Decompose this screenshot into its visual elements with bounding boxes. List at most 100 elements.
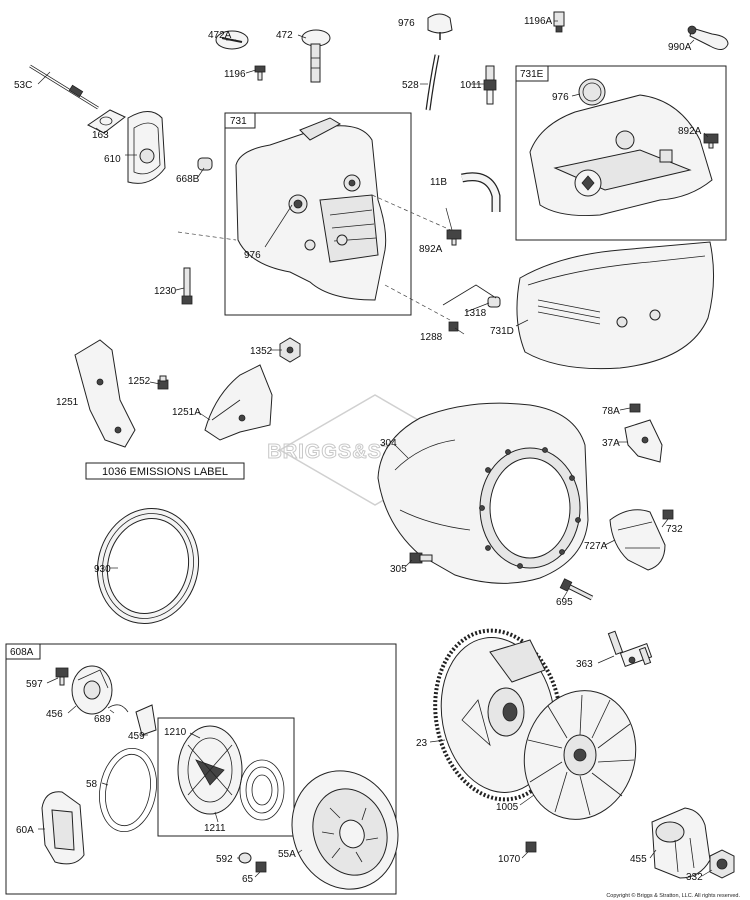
part-1196A-clip — [553, 11, 565, 33]
part-1252-screw — [157, 375, 169, 390]
part-1230-bolt — [181, 267, 193, 305]
label-1005: 1005 — [496, 802, 519, 813]
part-472-knob — [301, 29, 331, 83]
label-976-top: 976 — [398, 18, 415, 29]
part-58-rope — [99, 747, 157, 833]
part-976-cap-in-731E — [578, 78, 606, 106]
part-11B-hose — [461, 172, 501, 212]
label-1070: 1070 — [498, 854, 521, 865]
box-731E-tag — [515, 65, 549, 82]
emissions-label-text: 1036 EMISSIONS LABEL — [102, 466, 228, 478]
copyright-text: Copyright © Briggs & Stratton, LLC. All … — [606, 892, 740, 899]
part-1070-screw — [525, 841, 537, 853]
label-608A: 608A — [10, 647, 34, 658]
label-60A: 60A — [16, 825, 34, 836]
box-608A-tag — [5, 643, 41, 660]
label-1318: 1318 — [464, 308, 487, 319]
label-528: 528 — [402, 80, 419, 91]
label-163: 163 — [92, 130, 109, 141]
part-1288-nut — [448, 321, 459, 332]
part-892A-screw-in-731E — [703, 133, 719, 149]
label-1251: 1251 — [56, 397, 79, 408]
label-727A: 727A — [584, 541, 608, 552]
part-528-tube — [425, 54, 440, 111]
label-597: 597 — [26, 679, 43, 690]
part-610-plate — [127, 111, 166, 184]
part-727A-guard — [609, 509, 666, 571]
part-labels: 53C 163 610 668B 472A 472 1196 976 528 1… — [10, 16, 703, 885]
label-472A: 472A — [208, 30, 232, 41]
label-695: 695 — [556, 597, 573, 608]
label-1252: 1252 — [128, 376, 151, 387]
part-163-gasket — [87, 109, 126, 134]
part-1210-pulley — [177, 725, 243, 815]
part-1352-nut — [279, 337, 301, 363]
label-1211: 1211 — [204, 823, 226, 834]
part-1318-grommet — [487, 296, 501, 308]
label-65: 65 — [242, 874, 254, 885]
label-304: 304 — [380, 438, 397, 449]
label-668B: 668B — [176, 174, 200, 185]
label-363: 363 — [576, 659, 593, 670]
label-689: 689 — [94, 714, 111, 725]
label-459: 459 — [128, 731, 145, 742]
label-892A-in-731E: 892A — [678, 126, 702, 137]
part-60A-handle — [41, 791, 85, 865]
label-23: 23 — [416, 738, 428, 749]
part-55A-starter-housing — [291, 770, 399, 890]
box-731-tag — [224, 112, 256, 129]
label-11B: 11B — [430, 177, 447, 188]
label-53C: 53C — [14, 80, 32, 91]
part-732-screw — [662, 509, 674, 520]
box-731 — [224, 112, 412, 316]
emissions-label-box — [85, 462, 245, 480]
part-65-nut — [255, 861, 267, 873]
label-990A: 990A — [668, 42, 692, 53]
label-456: 456 — [46, 709, 63, 720]
box-1210 — [157, 717, 295, 837]
label-1352: 1352 — [250, 346, 273, 357]
label-732: 732 — [666, 524, 683, 535]
box-731E — [515, 65, 727, 241]
label-37A: 37A — [602, 438, 620, 449]
part-689-spring — [107, 704, 129, 713]
part-731E-shroud — [529, 94, 713, 216]
part-892A-screw — [446, 229, 462, 246]
label-976-in-731E: 976 — [552, 92, 569, 103]
label-592: 592 — [216, 854, 233, 865]
part-976-cap — [427, 13, 453, 40]
label-610: 610 — [104, 154, 121, 165]
part-1011-spark-plug — [483, 65, 497, 105]
part-455-cup — [651, 807, 711, 879]
label-731: 731 — [230, 116, 247, 127]
part-592-washer — [238, 852, 252, 864]
label-305: 305 — [390, 564, 407, 575]
part-304-blower-housing — [377, 402, 589, 584]
part-597-screw — [55, 667, 69, 686]
part-1211-spring — [239, 759, 285, 821]
part-305-screw — [409, 552, 433, 564]
label-55A: 55A — [278, 849, 296, 860]
label-1251A: 1251A — [172, 407, 201, 418]
part-695-bolt — [559, 578, 594, 601]
part-456-pawl-plate — [71, 665, 113, 715]
label-455: 455 — [630, 854, 647, 865]
part-37A-plate — [624, 419, 663, 463]
part-363-bracket — [607, 630, 653, 668]
part-1251A-bracket — [204, 364, 273, 441]
part-668B-bushing — [197, 157, 213, 171]
label-1230: 1230 — [154, 286, 177, 297]
label-1210: 1210 — [164, 727, 187, 738]
label-731E: 731E — [520, 69, 544, 80]
label-58: 58 — [86, 779, 98, 790]
label-731D: 731D — [490, 326, 514, 337]
part-930-ring — [96, 508, 200, 624]
label-892A: 892A — [419, 244, 443, 255]
part-1251-bracket — [74, 339, 136, 448]
box-608A — [5, 643, 397, 895]
label-1288: 1288 — [420, 332, 443, 343]
label-1196A: 1196A — [524, 16, 553, 27]
label-930: 930 — [94, 564, 111, 575]
leader-lines — [37, 20, 713, 878]
part-731-shroud — [235, 117, 387, 301]
